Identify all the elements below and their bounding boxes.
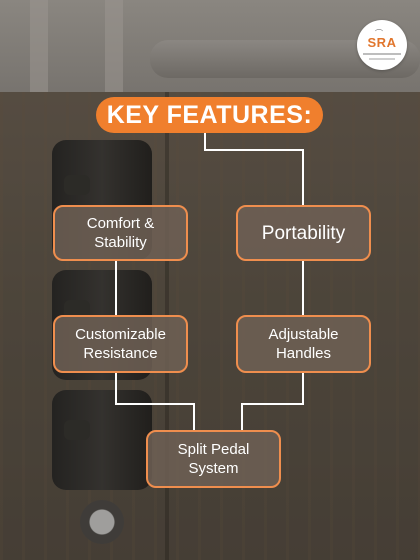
background-spring-clip xyxy=(64,420,90,440)
connector-handles-pedal xyxy=(241,373,304,432)
feature-box-resistance: Customizable Resistance xyxy=(53,315,188,373)
background-wall-bar xyxy=(30,0,48,95)
brand-logo: ⌒ SRA xyxy=(357,20,407,70)
background-spring xyxy=(52,390,152,490)
connector-title-portability xyxy=(204,133,304,206)
background-spring-clip xyxy=(64,175,90,195)
feature-label: Split Pedal System xyxy=(177,441,250,477)
logo-text: SRA xyxy=(367,35,397,50)
connector-resistance-pedal xyxy=(115,373,195,432)
feature-label: Customizable Resistance xyxy=(75,326,166,362)
feature-label: Portability xyxy=(261,222,346,244)
feature-box-portability: Portability xyxy=(236,205,371,261)
feature-label: Comfort & Stability xyxy=(86,215,155,251)
logo-tagline-line xyxy=(369,58,395,60)
feature-label: Adjustable Handles xyxy=(268,326,339,362)
background-wall-bar xyxy=(105,0,123,95)
bird-icon: ⌒ xyxy=(375,29,383,38)
feature-box-comfort: Comfort & Stability xyxy=(53,205,188,261)
logo-tagline-line xyxy=(363,53,401,55)
feature-box-pedal: Split Pedal System xyxy=(146,430,281,488)
background-wheel xyxy=(80,500,124,544)
feature-box-handles: Adjustable Handles xyxy=(236,315,371,373)
page-title: KEY FEATURES: xyxy=(96,97,323,133)
